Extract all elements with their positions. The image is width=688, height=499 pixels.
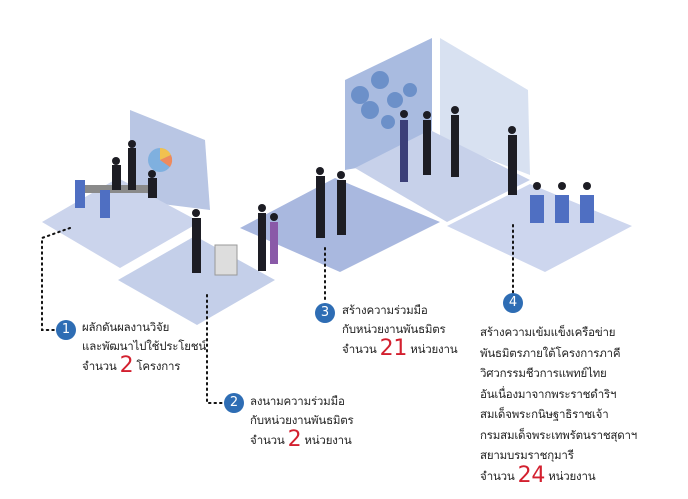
- step-text-4: สร้างความเข้มแข็งเครือข่าย พันธมิตรภายใต…: [480, 322, 637, 486]
- step-badge-2: 2: [224, 393, 244, 413]
- count-prefix: จำนวน: [342, 342, 377, 356]
- step-4-line: สมเด็จพระกนิษฐาธิราชเจ้า: [480, 407, 609, 421]
- floor-tile-4: [355, 130, 530, 222]
- connector-lines: [41, 224, 514, 404]
- step-badge-4: 4: [503, 293, 523, 313]
- step-4-line: สยามบรมราชกุมารี: [480, 448, 574, 462]
- step-4-line: พันธมิตรภายใต้โครงการภาคี: [480, 345, 621, 360]
- hexagon-icons: [351, 71, 417, 129]
- step-text-1: ผลักดันผลงานวิจัย และพัฒนาไปใช้ประโยชน์ …: [82, 318, 207, 378]
- pie-chart-icon: [148, 147, 173, 172]
- count-prefix: จำนวน: [82, 359, 117, 373]
- step-3-line: สร้างความร่วมมือ: [342, 303, 428, 317]
- count-prefix: จำนวน: [250, 433, 285, 447]
- step-2-line: กับหน่วยงานพันธมิตร: [250, 413, 354, 427]
- step-badge-3: 3: [315, 303, 335, 323]
- count-prefix: จำนวน: [480, 468, 515, 483]
- step-1-count: 2: [119, 353, 134, 378]
- step-1-line: และพัฒนาไปใช้ประโยชน์: [82, 339, 207, 353]
- count-unit: โครงการ: [136, 359, 181, 373]
- step-2-line: ลงนามความร่วมมือ: [250, 394, 345, 408]
- step-3-line: กับหน่วยงานพันธมิตร: [342, 322, 446, 336]
- step-4-count: 24: [517, 462, 546, 488]
- count-unit: หน่วยงาน: [548, 468, 596, 483]
- step-3-count: 21: [379, 336, 408, 361]
- step-4-line: วิศวกรรมชีวการแพทย์ไทย: [480, 366, 607, 380]
- step-4-line: สร้างความเข้มแข็งเครือข่าย: [480, 325, 616, 339]
- step-text-2: ลงนามความร่วมมือ กับหน่วยงานพันธมิตร จำน…: [250, 392, 354, 452]
- count-unit: หน่วยงาน: [304, 433, 352, 447]
- step-2-count: 2: [287, 427, 302, 452]
- count-unit: หน่วยงาน: [410, 342, 458, 356]
- step-text-3: สร้างความร่วมมือ กับหน่วยงานพันธมิตร จำน…: [342, 301, 458, 361]
- floor-tile-5: [447, 184, 632, 272]
- people-figures: [75, 106, 594, 276]
- step-4-line: อันเนื่องมาจากพระราชดำริฯ: [480, 386, 617, 401]
- step-4-line: กรมสมเด็จพระเทพรัตนราชสุดาฯ: [480, 427, 638, 442]
- step-badge-1: 1: [56, 320, 76, 340]
- back-wall-right: [440, 38, 530, 175]
- floor-tile-2: [118, 236, 275, 325]
- step-1-line: ผลักดันผลงานวิจัย: [82, 320, 170, 334]
